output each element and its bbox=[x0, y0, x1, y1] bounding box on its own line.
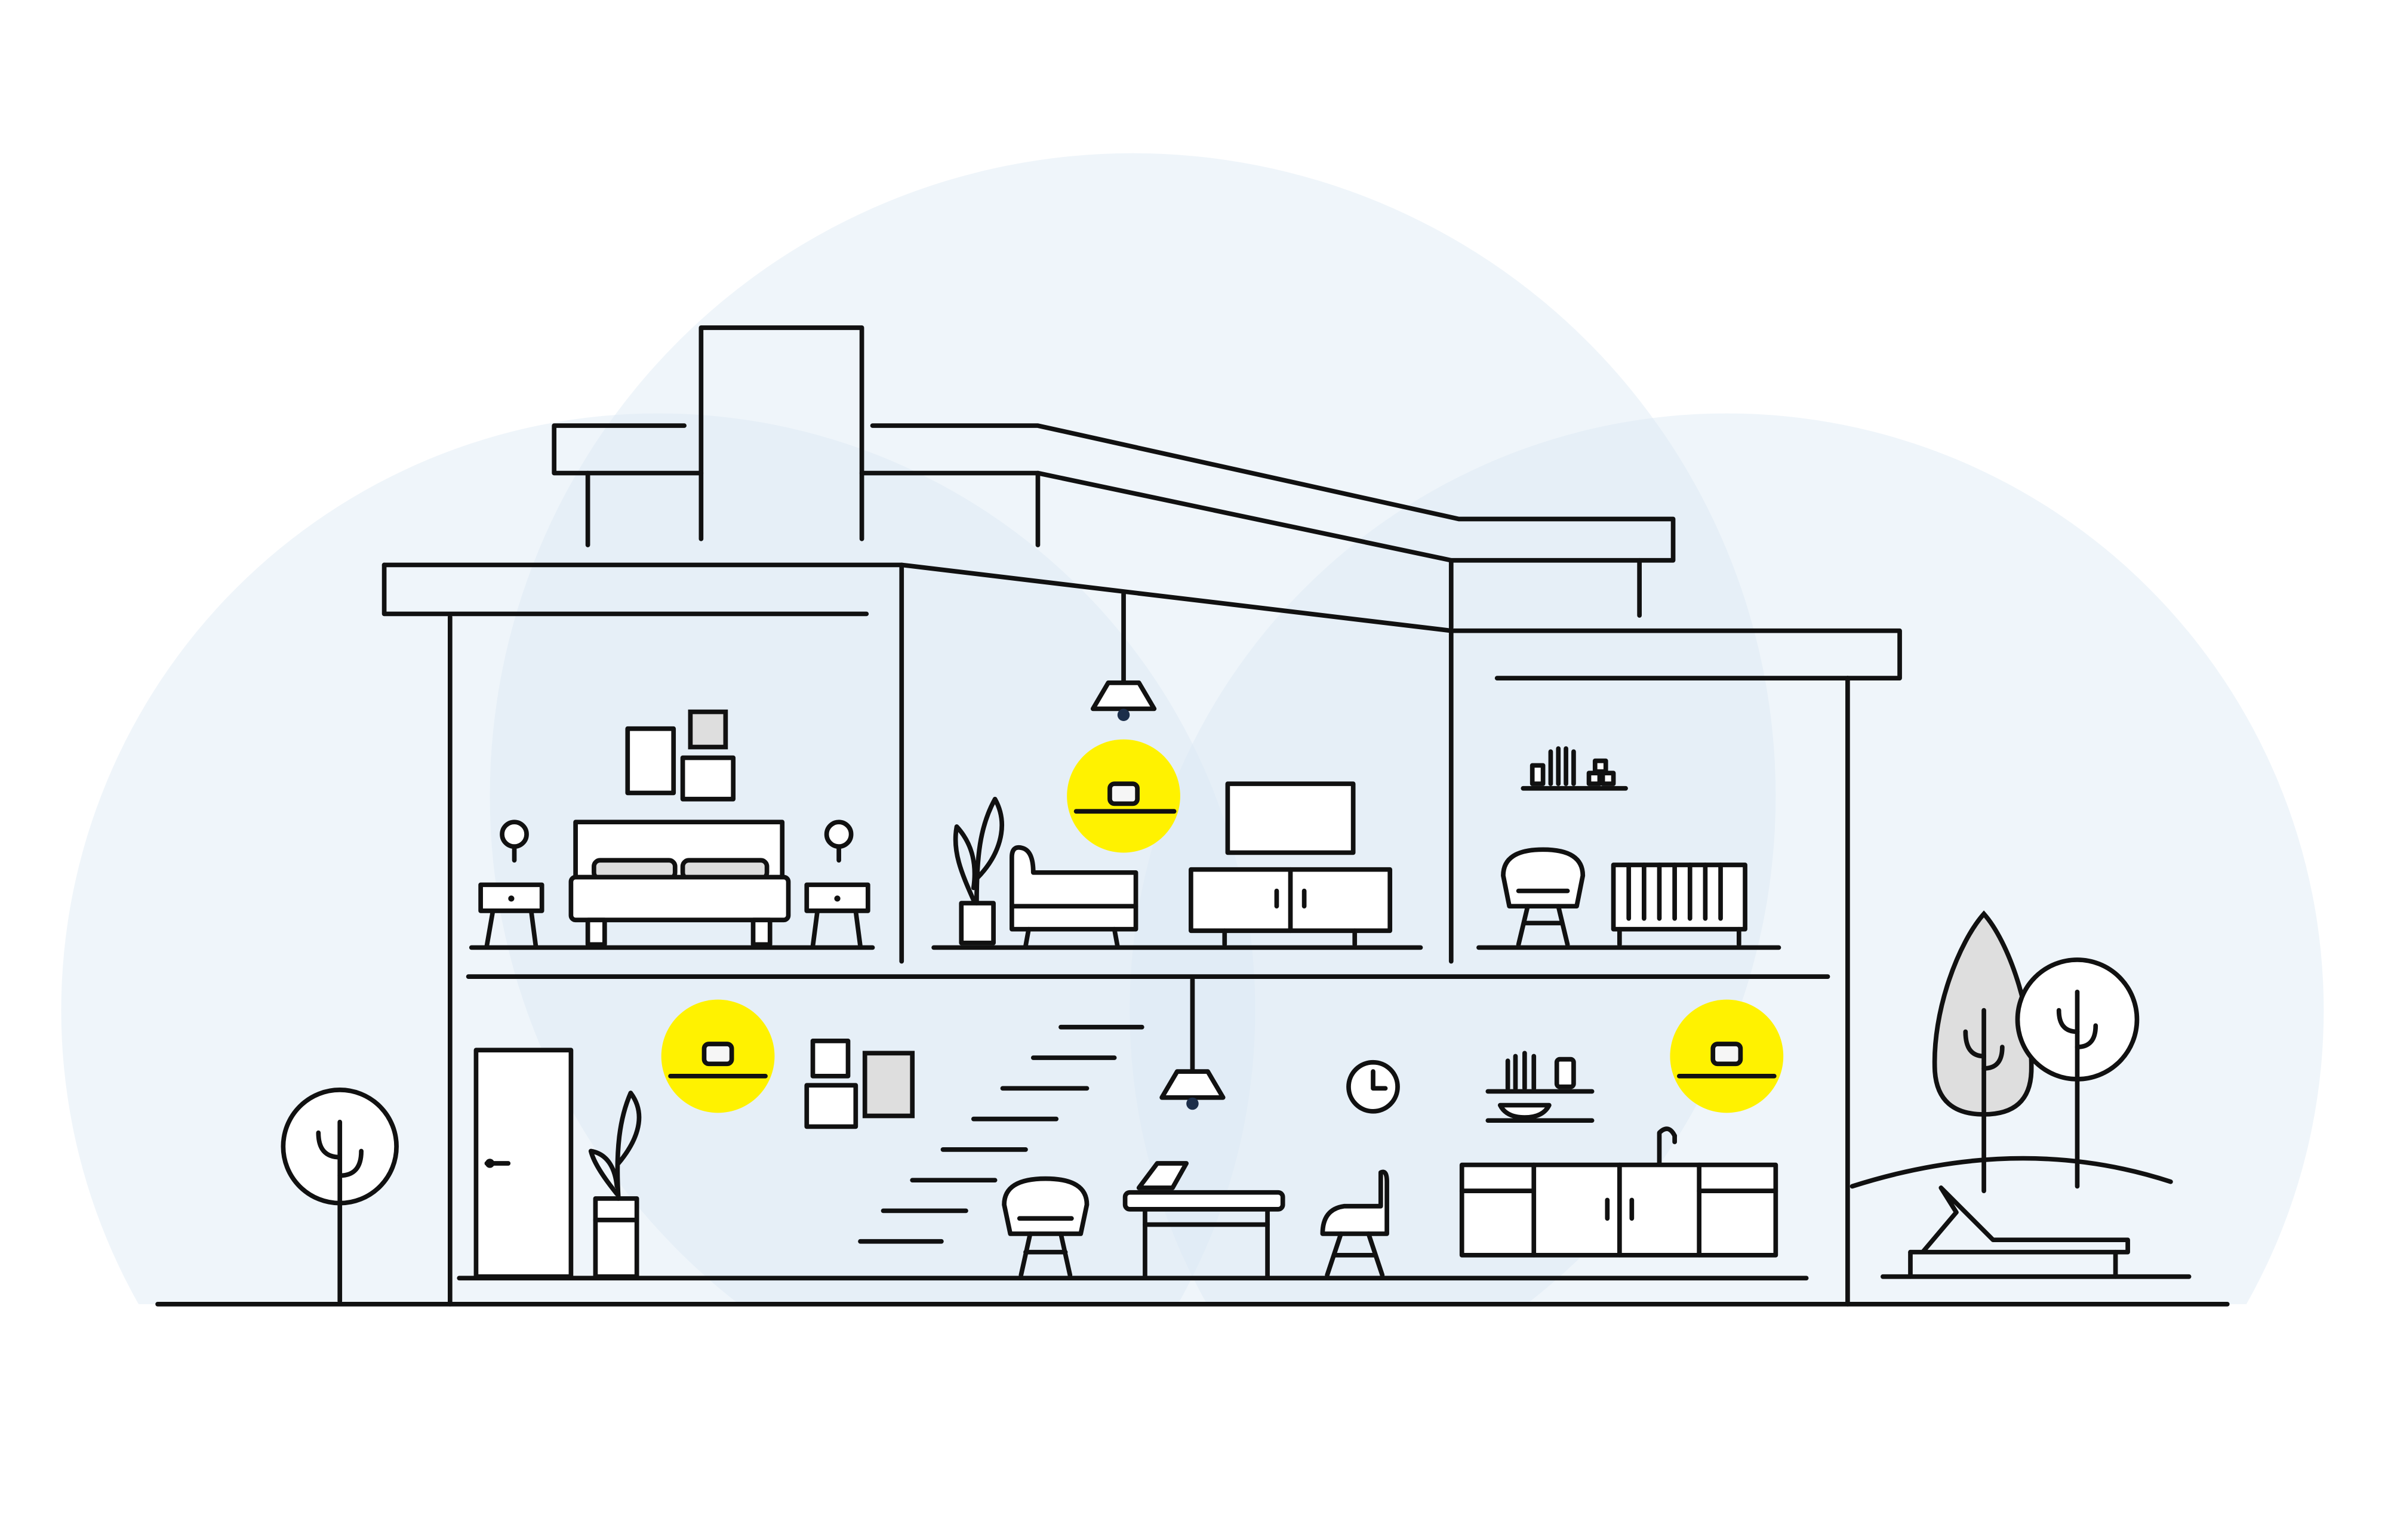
living-room bbox=[953, 592, 1393, 948]
coverage-circle-center bbox=[490, 153, 1776, 1304]
bedroom bbox=[478, 709, 870, 948]
tree-icon bbox=[281, 1088, 399, 1304]
kitchen-cabinet-icon bbox=[1459, 1126, 1778, 1258]
picture-frame bbox=[625, 726, 676, 796]
picture-frame bbox=[688, 709, 728, 750]
bed-icon bbox=[568, 820, 791, 947]
door-icon bbox=[473, 1048, 574, 1279]
staircase bbox=[858, 1024, 1144, 1244]
garden bbox=[281, 910, 2192, 1304]
tv-icon bbox=[1189, 781, 1393, 947]
tree-icon bbox=[2015, 957, 2140, 1189]
nightstand-right bbox=[804, 820, 870, 948]
nursery bbox=[1501, 746, 1747, 947]
armchair-icon bbox=[1501, 847, 1586, 947]
plant-icon bbox=[953, 796, 1004, 945]
sun-lounger-icon bbox=[1881, 1185, 2192, 1279]
picture-frame bbox=[680, 755, 736, 802]
chair-icon bbox=[1320, 1169, 1389, 1277]
nightstand-left bbox=[478, 820, 544, 948]
picture-frame bbox=[862, 1051, 915, 1119]
tree-icon bbox=[1932, 910, 2034, 1193]
shelf-books bbox=[1521, 746, 1628, 791]
entrance-hall bbox=[473, 1024, 1144, 1279]
kitchen-shelves bbox=[1485, 1051, 1595, 1123]
pendant-lamp-icon bbox=[1159, 977, 1226, 1110]
coverage-areas bbox=[61, 153, 2324, 1304]
dining-kitchen bbox=[1002, 977, 1778, 1279]
mesh-nodes bbox=[661, 739, 1784, 1113]
mesh-node-icon bbox=[661, 999, 775, 1113]
clock-icon bbox=[1346, 1059, 1400, 1114]
hill bbox=[1850, 1156, 2173, 1189]
pendant-lamp-icon bbox=[1090, 592, 1157, 721]
picture-frame bbox=[804, 1083, 858, 1129]
picture-frame bbox=[810, 1039, 851, 1079]
laptop-icon bbox=[1136, 1161, 1189, 1190]
plant-icon bbox=[588, 1091, 642, 1279]
desk-icon bbox=[1122, 1161, 1285, 1279]
house-structure bbox=[155, 325, 2230, 1307]
mesh-node-icon bbox=[1067, 739, 1180, 853]
chair-icon bbox=[1002, 1176, 1090, 1277]
crib-icon bbox=[1611, 863, 1747, 947]
sofa-icon bbox=[1010, 845, 1138, 948]
mesh-node-icon bbox=[1670, 999, 1784, 1113]
